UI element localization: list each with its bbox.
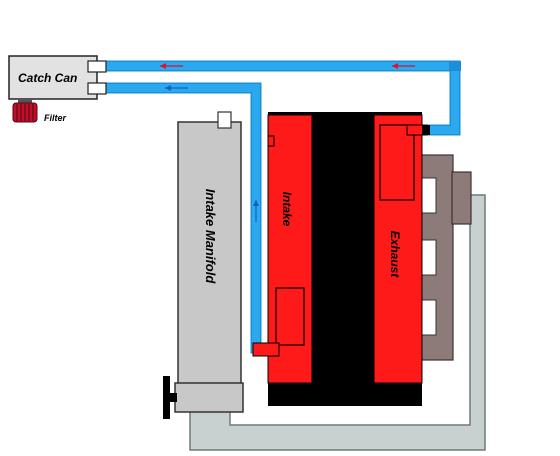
catch-can-outlet-port <box>87 60 107 73</box>
intake-pcv-fitting <box>252 342 280 357</box>
exhaust-fitting-cap <box>422 125 430 135</box>
catch-can <box>8 55 107 100</box>
catch-can-label: Catch Can <box>18 71 77 85</box>
exhaust-label: Exhaust <box>388 231 402 279</box>
intake-head <box>267 114 313 384</box>
exhaust-header <box>419 154 472 361</box>
catch-can-inlet-port <box>87 82 107 95</box>
exhaust-head <box>373 114 423 384</box>
arrow-red-right-head <box>392 63 398 69</box>
intake-manifold <box>163 111 244 419</box>
arrow-red-left-head <box>160 63 166 69</box>
flow-arrows <box>160 63 415 222</box>
intake-label: Intake <box>280 192 294 227</box>
arrow-blue-up-head <box>253 200 259 206</box>
filter-label: Filter <box>44 113 67 123</box>
arrow-blue-left-head <box>165 85 171 91</box>
throttle-body-shaft <box>169 393 177 402</box>
breather-filter <box>12 99 38 123</box>
intake-manifold-label: Intake Manifold <box>203 189 218 285</box>
hose-elbow <box>449 61 461 71</box>
throttle-body-plate <box>163 376 170 419</box>
